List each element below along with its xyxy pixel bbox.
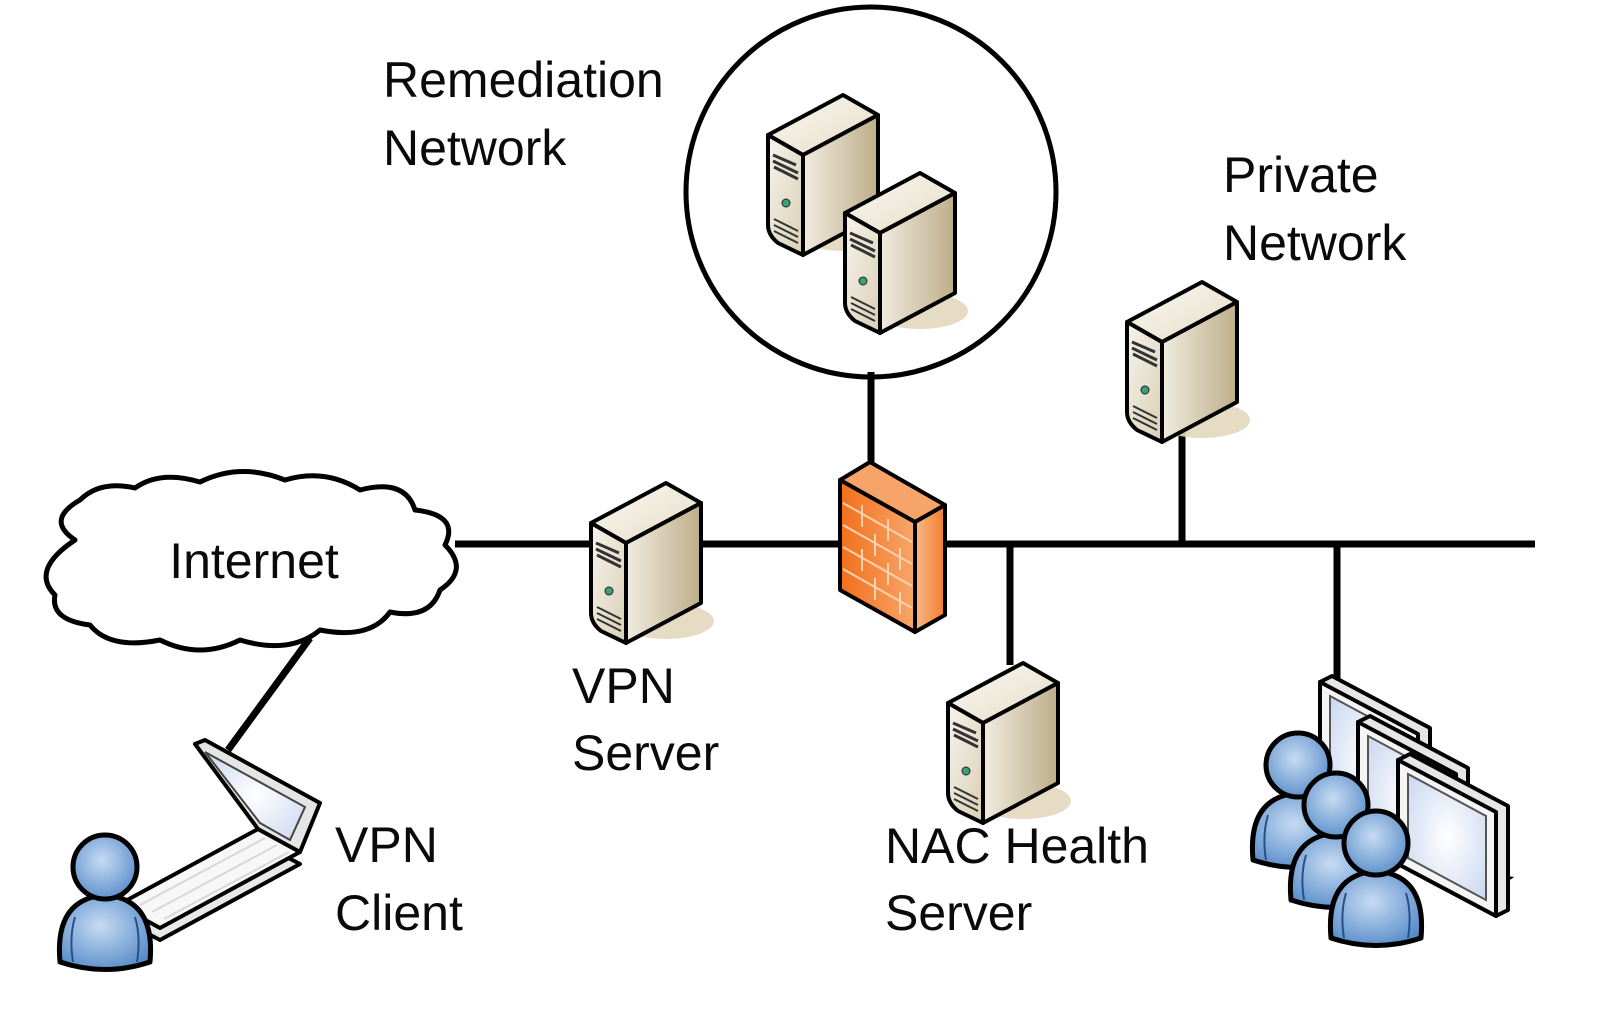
network-links <box>225 372 1535 753</box>
private-network-label: Private Network <box>1223 147 1407 271</box>
internet-label: Internet <box>169 533 339 589</box>
vpn-client-label: VPN Client <box>335 817 463 941</box>
remediation-network-boundary <box>683 4 1059 380</box>
firewall[interactable] <box>838 460 947 634</box>
internet-cloud[interactable]: Internet <box>43 469 459 653</box>
laptop-icon <box>116 738 322 942</box>
private-network-server[interactable] <box>1125 280 1252 444</box>
nac-health-server[interactable] <box>946 661 1073 825</box>
server-icon <box>589 481 716 645</box>
remediation-network-label: Remediation Network <box>383 52 678 176</box>
link-internet-vpn-client <box>225 635 313 753</box>
server-icon <box>1125 280 1252 444</box>
vpn-server-label: VPN Server <box>572 658 719 781</box>
vpn-client[interactable] <box>59 738 322 970</box>
nac-health-server-label: NAC Health Server <box>885 818 1163 941</box>
remediation-network[interactable] <box>683 4 1059 380</box>
vpn-server[interactable] <box>589 481 716 645</box>
cloud-icon <box>43 469 459 653</box>
workstation-users[interactable] <box>1252 674 1515 946</box>
firewall-icon <box>838 460 947 634</box>
server-icon <box>946 661 1073 825</box>
